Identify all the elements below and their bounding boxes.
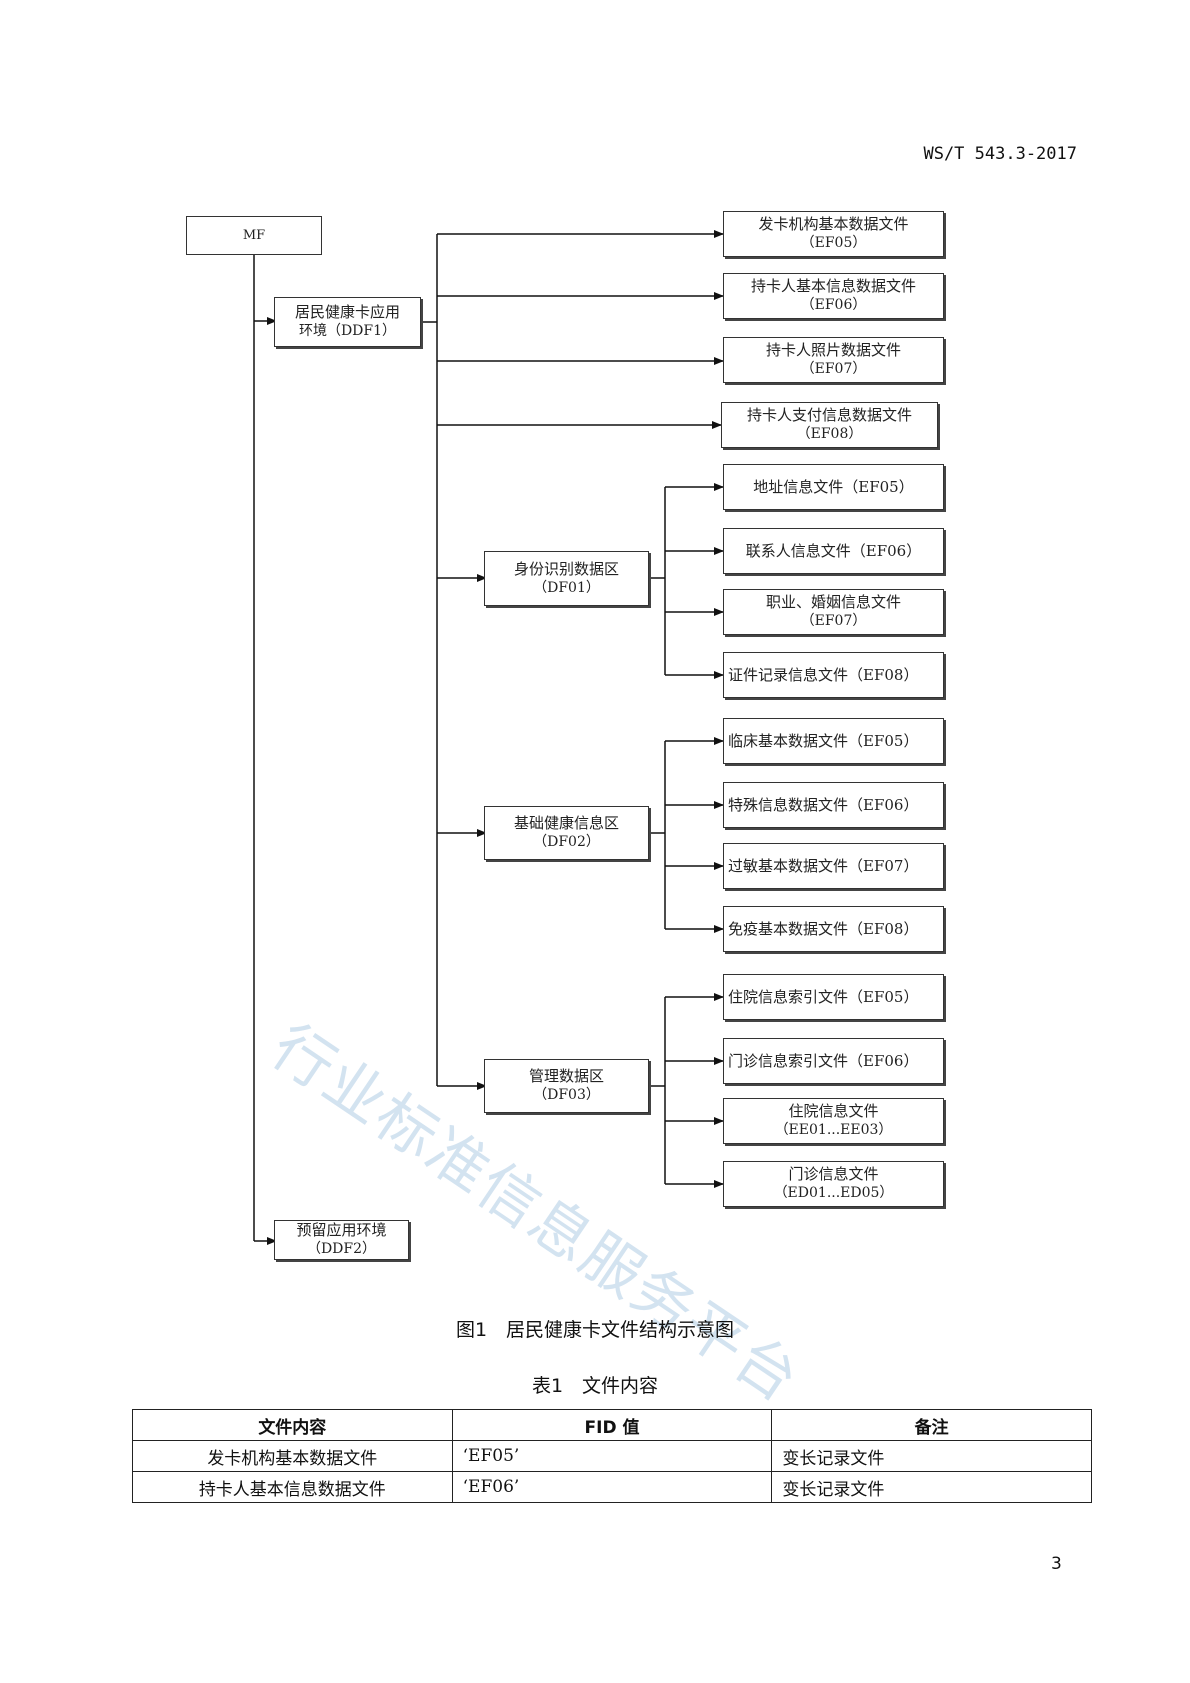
- ef05-node: 发卡机构基本数据文件 （EF05）: [723, 211, 944, 257]
- page-number: 3: [1051, 1554, 1062, 1574]
- ef06-line2: （EF06）: [800, 297, 867, 313]
- ddf2-line2: （DDF2）: [306, 1241, 377, 1257]
- mf-label: MF: [242, 228, 266, 243]
- df02-ef06-node: 特殊信息数据文件（EF06）: [723, 782, 944, 828]
- df03-ef05-line1: 住院信息索引文件（EF05）: [728, 987, 919, 1006]
- df02-ef08-node: 免疫基本数据文件（EF08）: [723, 906, 944, 952]
- df03-line1: 管理数据区: [528, 1067, 604, 1085]
- cell-file-content: 发卡机构基本数据文件: [132, 1440, 453, 1472]
- df03-ed-line2: （ED01...ED05）: [773, 1185, 894, 1201]
- ef06-node: 持卡人基本信息数据文件 （EF06）: [723, 273, 944, 319]
- ddf1-line1: 居民健康卡应用: [294, 303, 400, 321]
- table-header-row: 文件内容 FID 值 备注: [132, 1409, 1092, 1441]
- df01-line1: 身份识别数据区: [513, 559, 619, 578]
- df03-ee-line2: （EE01...EE03）: [774, 1122, 893, 1138]
- cell-remark: 变长记录文件: [771, 1471, 1092, 1503]
- ef07-node: 持卡人照片数据文件 （EF07）: [723, 337, 944, 383]
- ef08-node: 持卡人支付信息数据文件 （EF08）: [721, 402, 938, 448]
- df01-ef08-line1: 证件记录信息文件（EF08）: [728, 665, 919, 684]
- df01-node: 身份识别数据区 （DF01）: [484, 551, 649, 606]
- header-file-content: 文件内容: [132, 1409, 453, 1441]
- table-caption: 表1 文件内容: [531, 1375, 659, 1397]
- cell-fid: ‘EF06’: [451, 1471, 773, 1503]
- df02-ef07-node: 过敏基本数据文件（EF07）: [723, 843, 944, 889]
- df01-ef05-node: 地址信息文件（EF05）: [723, 464, 944, 510]
- ef07-line1: 持卡人照片数据文件: [765, 341, 901, 359]
- mf-node: MF: [186, 216, 322, 255]
- ef08-line1: 持卡人支付信息数据文件: [746, 406, 912, 424]
- standard-number: WS/T 543.3-2017: [923, 144, 1077, 164]
- df03-ed-node: 门诊信息文件 （ED01...ED05）: [723, 1161, 944, 1207]
- df03-ee-line1: 住院信息文件: [788, 1102, 879, 1120]
- df02-ef08-line1: 免疫基本数据文件（EF08）: [728, 919, 919, 938]
- cell-remark: 变长记录文件: [771, 1440, 1092, 1472]
- df03-ee-node: 住院信息文件 （EE01...EE03）: [723, 1098, 944, 1144]
- ef05-line1: 发卡机构基本数据文件: [758, 215, 909, 233]
- df01-ef07-line2: （EF07）: [800, 613, 867, 629]
- figure-caption: 图1 居民健康卡文件结构示意图: [455, 1319, 735, 1341]
- ef06-line1: 持卡人基本信息数据文件: [750, 277, 916, 295]
- df01-ef05-line1: 地址信息文件（EF05）: [753, 477, 914, 496]
- df02-ef06-line1: 特殊信息数据文件（EF06）: [728, 795, 919, 814]
- cell-fid: ‘EF05’: [451, 1440, 773, 1472]
- ddf1-line2: 环境（DDF1）: [298, 323, 397, 339]
- ddf1-node: 居民健康卡应用 环境（DDF1）: [274, 297, 421, 347]
- df03-ef06-node: 门诊信息索引文件（EF06）: [723, 1038, 944, 1084]
- ddf2-line1: 预留应用环境: [296, 1221, 387, 1239]
- file-content-table: 文件内容 FID 值 备注 发卡机构基本数据文件 ‘EF05’ 变长记录文件 持…: [132, 1409, 1092, 1503]
- ef08-line2: （EF08）: [796, 426, 863, 442]
- df02-line2: （DF02）: [533, 834, 600, 850]
- cell-file-content: 持卡人基本信息数据文件: [132, 1471, 453, 1503]
- table-row: 持卡人基本信息数据文件 ‘EF06’ 变长记录文件: [132, 1471, 1092, 1503]
- header-remark: 备注: [771, 1409, 1092, 1441]
- df02-ef05-node: 临床基本数据文件（EF05）: [723, 718, 944, 764]
- header-fid: FID 值: [451, 1409, 773, 1441]
- df01-ef06-line1: 联系人信息文件（EF06）: [745, 541, 922, 560]
- df03-node: 管理数据区 （DF03）: [484, 1059, 649, 1113]
- df03-ef06-line1: 门诊信息索引文件（EF06）: [728, 1051, 919, 1070]
- table-row: 发卡机构基本数据文件 ‘EF05’ 变长记录文件: [132, 1440, 1092, 1472]
- df01-ef07-node: 职业、婚姻信息文件 （EF07）: [723, 589, 944, 635]
- ddf2-node: 预留应用环境 （DDF2）: [274, 1220, 409, 1260]
- df03-ef05-node: 住院信息索引文件（EF05）: [723, 974, 944, 1020]
- df01-line2: （DF01）: [533, 579, 600, 596]
- df02-ef07-line1: 过敏基本数据文件（EF07）: [728, 856, 919, 875]
- df02-node: 基础健康信息区 （DF02）: [484, 806, 649, 860]
- df03-ed-line1: 门诊信息文件: [788, 1165, 879, 1183]
- df01-ef07-line1: 职业、婚姻信息文件: [765, 593, 901, 611]
- ef05-line2: （EF05）: [800, 235, 867, 251]
- df01-ef08-node: 证件记录信息文件（EF08）: [723, 652, 944, 698]
- ef07-line2: （EF07）: [800, 361, 867, 377]
- df03-line2: （DF03）: [533, 1087, 600, 1103]
- df02-ef05-line1: 临床基本数据文件（EF05）: [728, 731, 919, 750]
- df01-ef06-node: 联系人信息文件（EF06）: [723, 528, 944, 574]
- df02-line1: 基础健康信息区: [513, 814, 619, 832]
